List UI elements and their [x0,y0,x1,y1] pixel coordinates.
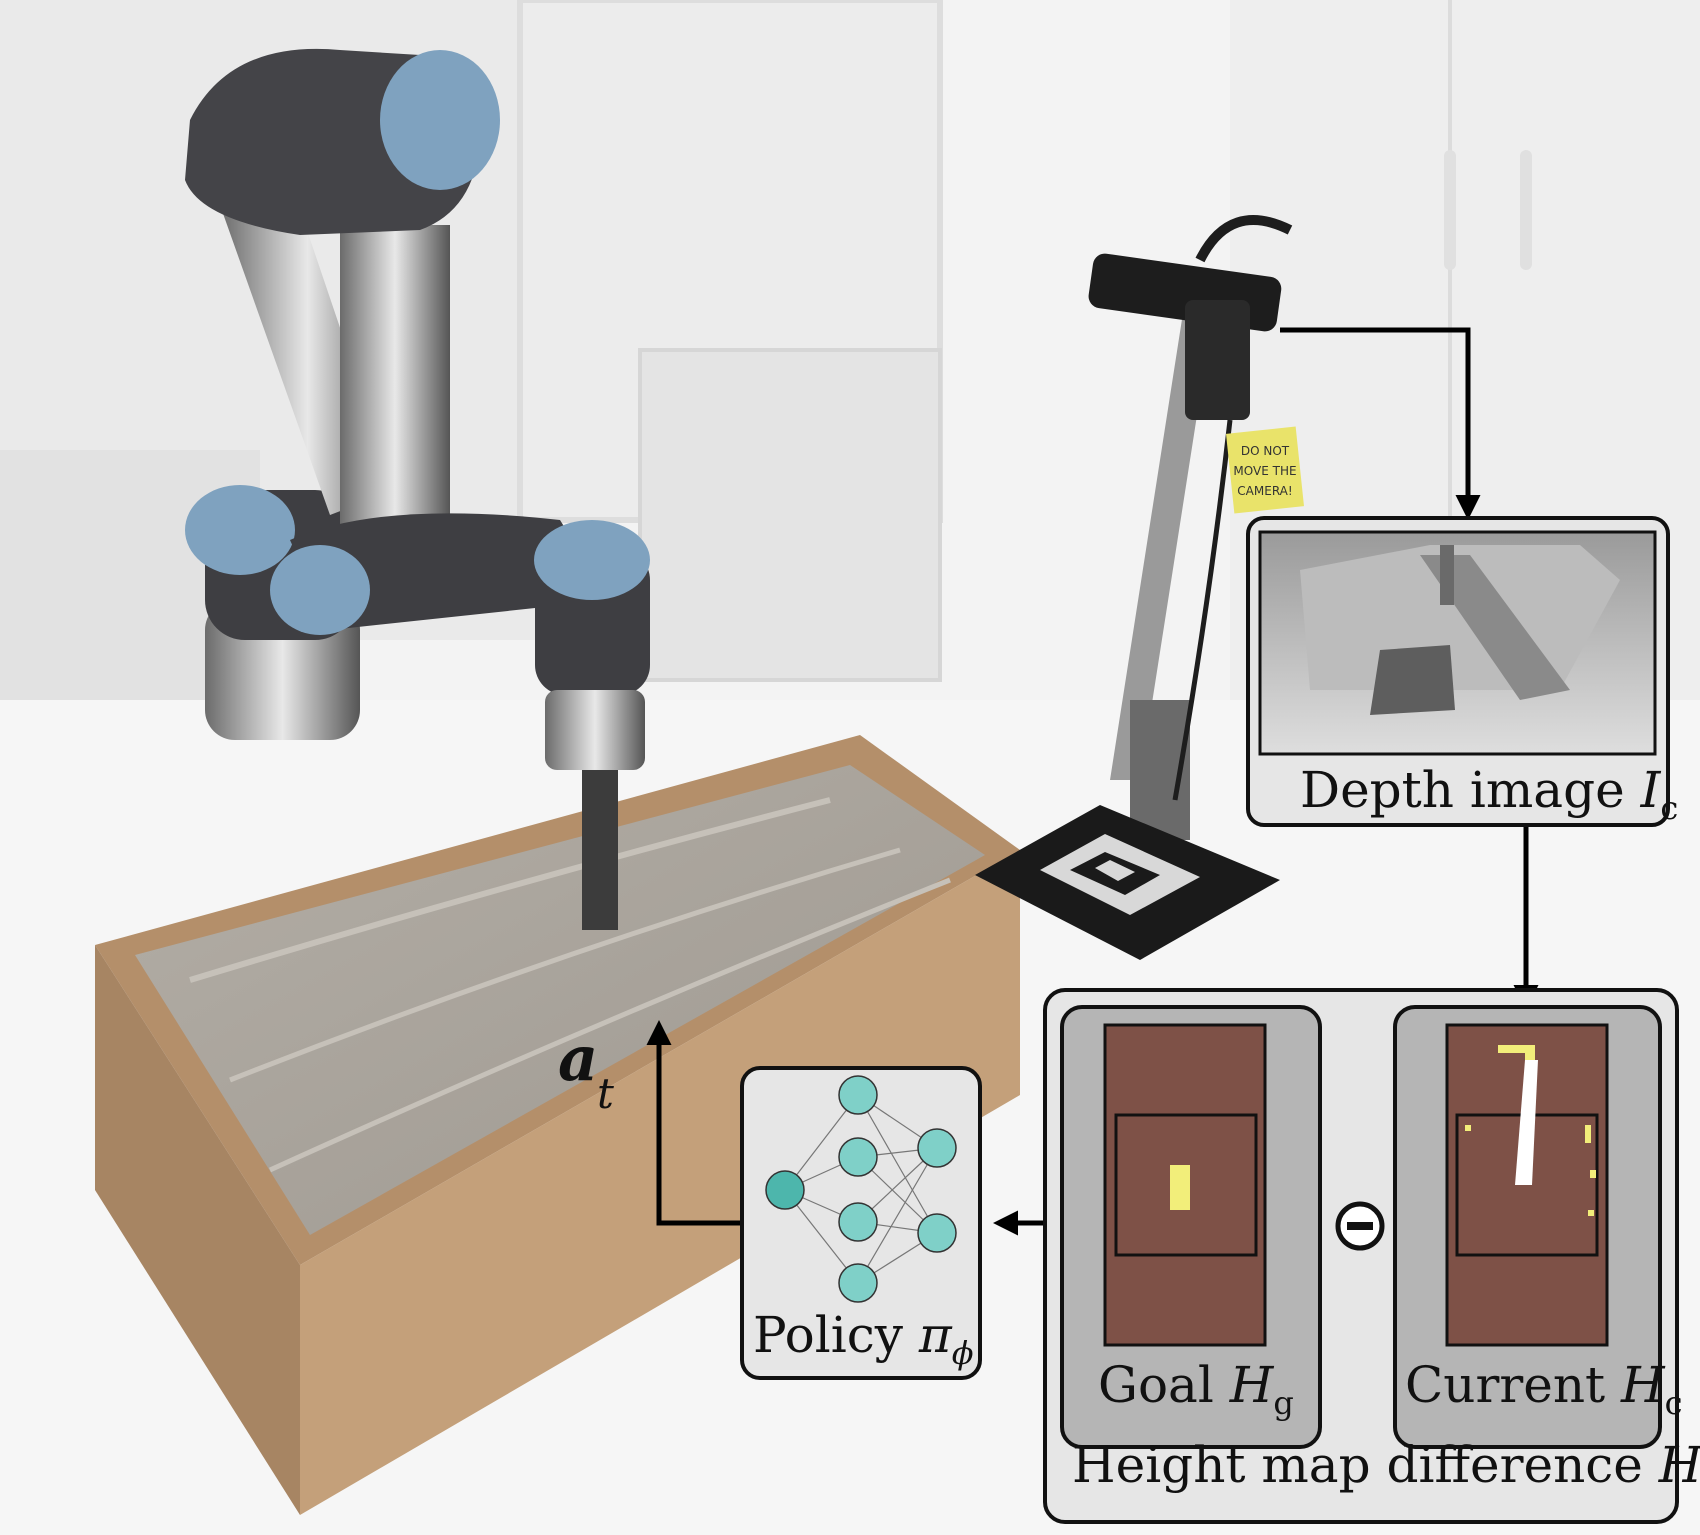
height-map-difference-panel: Goal Hg Current Hc Height map difference… [1043,988,1700,1524]
sticky-note-line: CAMERA! [1237,484,1292,498]
robot-arm-photo [185,48,650,930]
height-map-difference-label: Height map difference Hd [1072,1436,1700,1502]
action-subscript: t [597,1069,614,1118]
action-label: a t [558,1022,614,1118]
aruco-marker [975,805,1280,960]
arrow-camera-to-depth [1280,327,1481,520]
neural-network-icon [765,1075,957,1303]
arrow-policy-to-action [646,1020,742,1226]
sticky-note-line: MOVE THE [1233,464,1296,478]
current-label: Current Hc [1405,1356,1683,1422]
policy-panel: Policy πϕ [740,1066,982,1380]
minus-circle-icon [1335,1201,1385,1251]
goal-label: Goal Hg [1098,1356,1294,1422]
depth-image-panel: Depth image Ic [1246,516,1678,827]
depth-image-label: Depth image Ic [1300,761,1678,827]
policy-label: Policy πϕ [753,1306,974,1372]
depth-camera-photo: DO NOT MOVE THE CAMERA! [1088,215,1304,840]
action-symbol: a [558,1022,598,1095]
sticky-note-line: DO NOT [1241,444,1290,458]
flow-arrows [646,327,1539,1236]
goal-heightmap-panel: Goal Hg [1060,1005,1322,1449]
current-heightmap-panel: Current Hc [1393,1005,1683,1449]
